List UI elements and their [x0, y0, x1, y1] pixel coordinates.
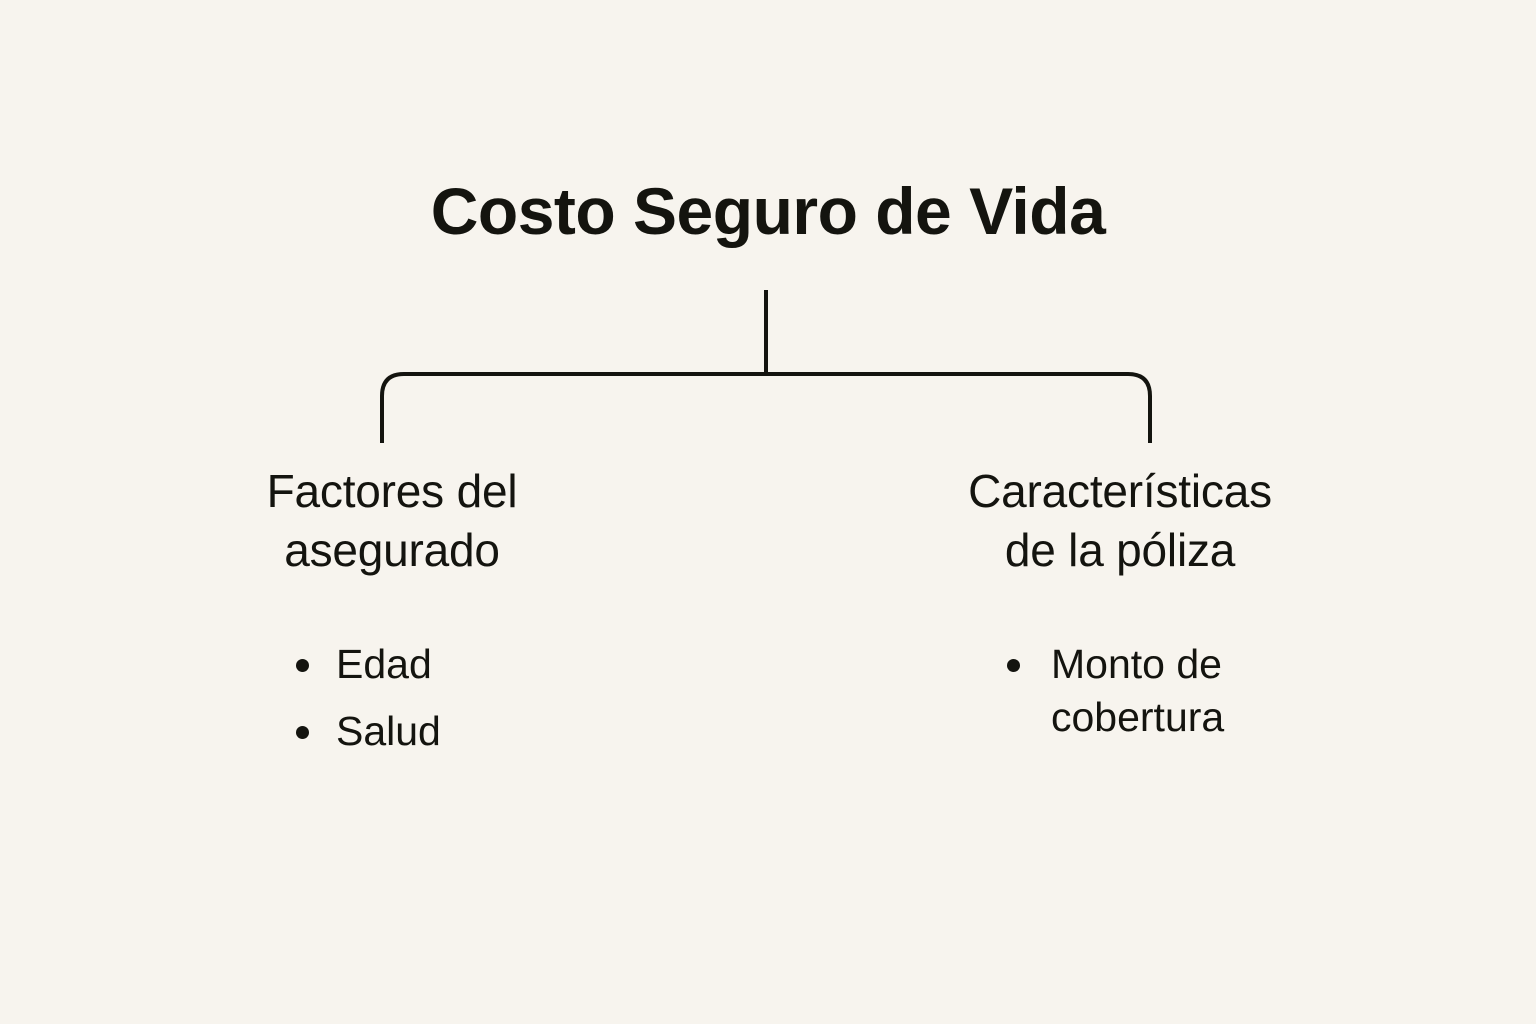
bullet-dot-icon: [296, 658, 309, 672]
bullet-dot-icon: [1007, 658, 1020, 672]
branch-caracteristicas-de-la-poliza: Características de la póliza Monto de co…: [905, 462, 1335, 758]
list-item-label: Monto de cobertura: [1051, 640, 1225, 741]
list-item-label: Salud: [336, 708, 441, 755]
connector-bracket: [380, 372, 1152, 443]
root-node-title: Costo Seguro de Vida: [430, 174, 1106, 248]
branch-heading-line-1: Factores del: [266, 465, 518, 517]
branch-factores-del-asegurado: Factores del asegurado Edad Salud: [182, 462, 602, 772]
branch-heading: Características de la póliza: [905, 462, 1335, 580]
branch-heading-line-2: asegurado: [284, 523, 500, 576]
branch-heading-line-1: Características: [968, 465, 1272, 517]
list-item-label: Edad: [336, 640, 432, 687]
list-item: Monto de cobertura: [1005, 638, 1335, 745]
branch-heading: Factores del asegurado: [182, 462, 602, 580]
list-item: Edad: [294, 638, 602, 691]
bullet-dot-icon: [296, 726, 309, 740]
list-item: Salud: [294, 705, 602, 758]
branch-heading-line-2: de la póliza: [1004, 523, 1236, 576]
branch-bullet-list: Edad Salud: [182, 638, 602, 759]
branch-bullet-list: Monto de cobertura: [905, 638, 1335, 745]
